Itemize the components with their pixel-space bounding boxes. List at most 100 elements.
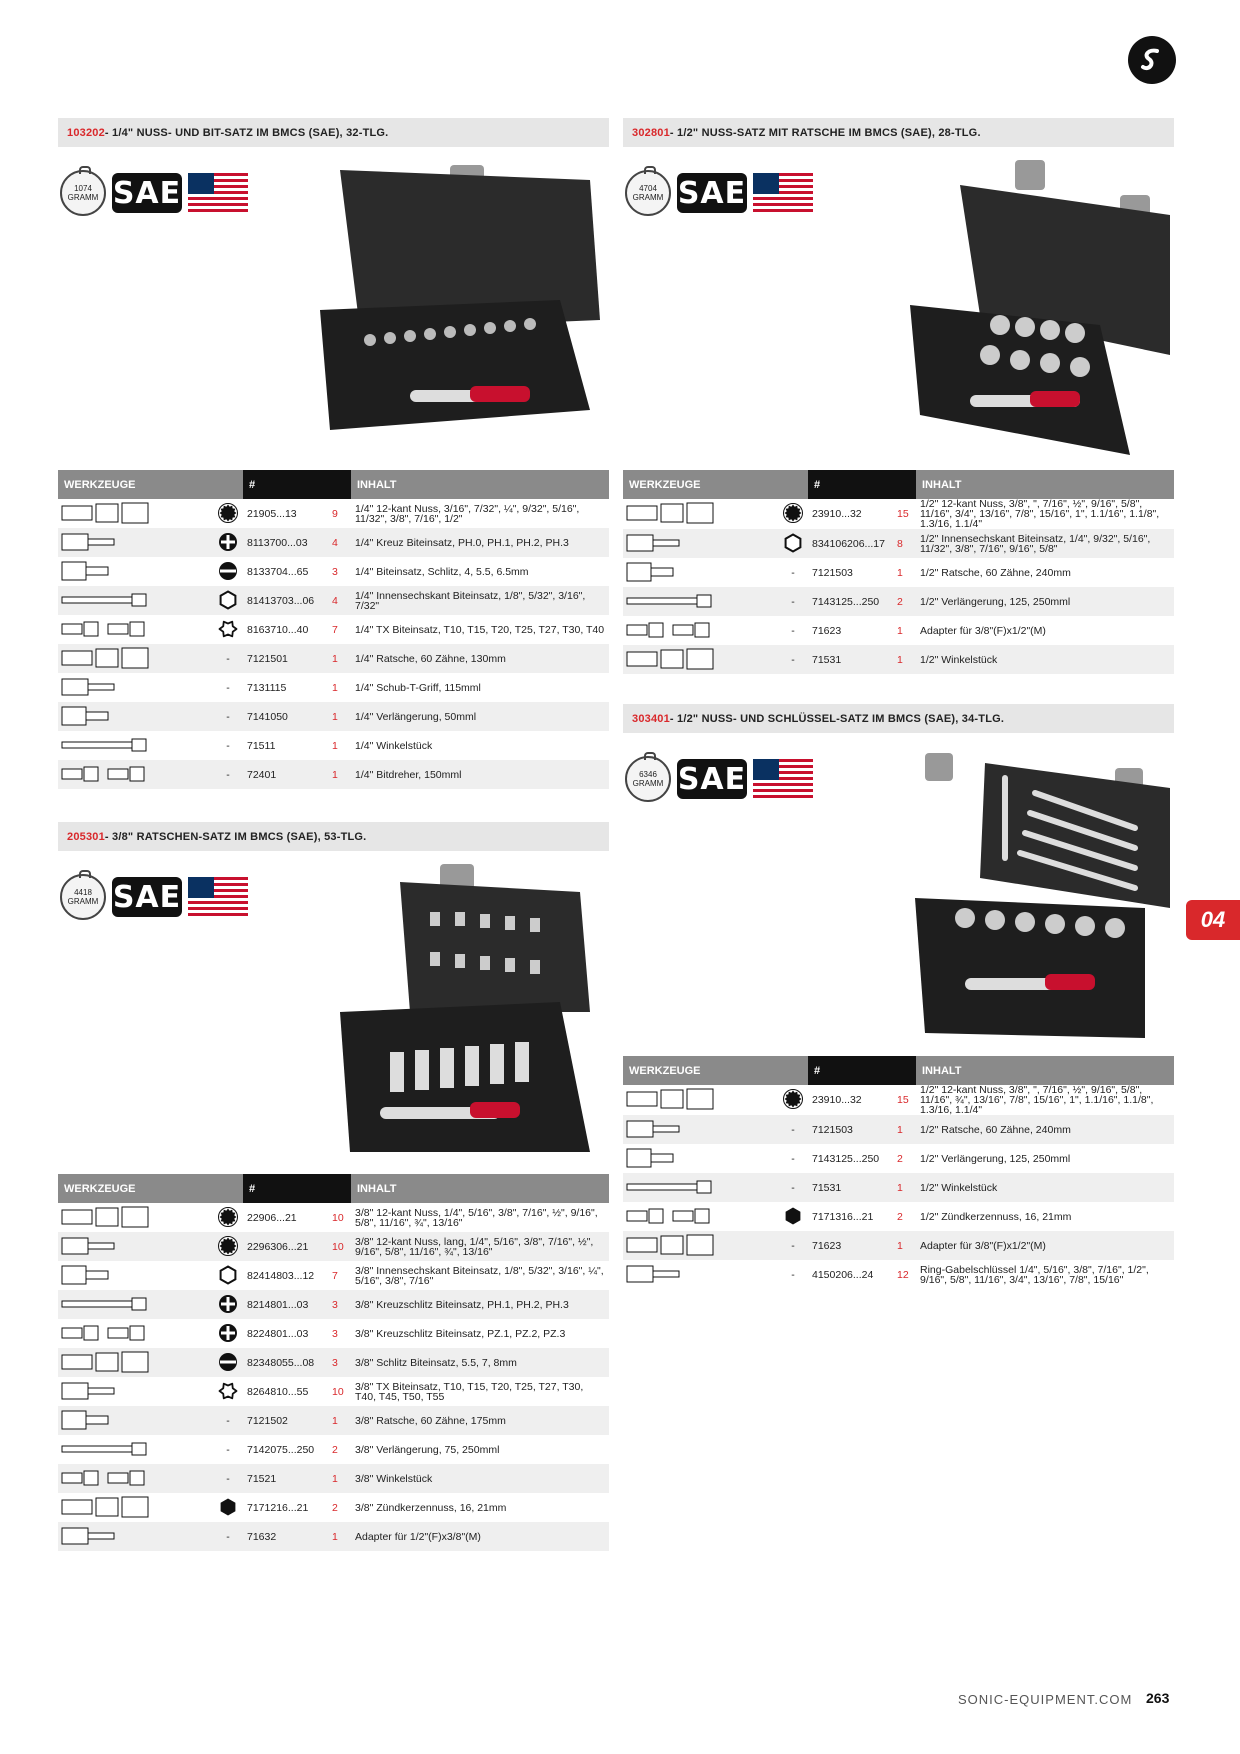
- content-description: Adapter für 3/8"(F)x1/2"(M): [920, 624, 1046, 637]
- article-number: 834106206...17: [808, 529, 893, 558]
- col-number: #: [243, 470, 351, 499]
- torx-icon: [213, 615, 243, 644]
- hex-solid-icon: [213, 1493, 243, 1522]
- article-number: 81413703...06: [243, 586, 328, 615]
- tool-drawing-icon: [623, 1173, 778, 1202]
- article-number: 7171216...21: [247, 1501, 309, 1514]
- content-description: 1/4" Schub-T-Griff, 115mml: [355, 681, 481, 694]
- tool-drawing-icon: [623, 529, 778, 558]
- 12-point-icon: [213, 499, 243, 528]
- col-content: INHALT: [351, 470, 609, 499]
- article-number: 7143125...250: [812, 1152, 880, 1165]
- symbol-dash: -: [778, 587, 808, 616]
- tool-drawing-icon: [58, 1377, 213, 1406]
- quantity: 15: [897, 1094, 909, 1106]
- set-title: - 1/2" NUSS- UND SCHLÜSSEL-SATZ IM BMCS …: [669, 712, 1005, 725]
- page-number: 263: [1146, 1690, 1170, 1706]
- symbol-dash: -: [778, 645, 808, 674]
- content-description: 1/2" Ratsche, 60 Zähne, 240mm: [916, 1115, 1174, 1144]
- quantity: 1: [893, 1173, 916, 1202]
- quantity: 3: [328, 1348, 351, 1377]
- 12-point-icon: [778, 1085, 808, 1115]
- quantity: 9: [332, 507, 338, 520]
- us-flag-icon: [753, 759, 813, 799]
- quantity: 10: [332, 1211, 344, 1224]
- article-number: 71511: [247, 739, 276, 752]
- content-description: 1/4" Biteinsatz, Schlitz, 4, 5.5, 6.5mm: [355, 565, 529, 578]
- symbol-dash: -: [778, 1115, 808, 1144]
- article-number: 8133704...65: [247, 565, 309, 578]
- quantity: 1: [893, 1231, 916, 1260]
- symbol-dash: -: [226, 1443, 230, 1456]
- quantity: 10: [328, 1232, 351, 1261]
- col-tools: WERKZEUGE: [58, 1174, 243, 1203]
- case-103202-image: [320, 165, 600, 430]
- content-description: 1/2" Ratsche, 60 Zähne, 240mm: [920, 566, 1071, 579]
- content-description: 1/4" 12-kant Nuss, 3/16", 7/32", ¼", 9/3…: [355, 502, 580, 525]
- symbol-dash: -: [791, 1268, 795, 1281]
- content-description: 1/2" Zündkerzennuss, 16, 21mm: [920, 1210, 1072, 1223]
- content-description: 1/4" Innensechskant Biteinsatz, 1/8", 5/…: [351, 586, 609, 615]
- us-flag-icon: [188, 173, 248, 213]
- phillips-icon: [213, 1319, 243, 1348]
- set-303401-header: 303401 - 1/2" NUSS- UND SCHLÜSSEL-SATZ I…: [623, 704, 1174, 733]
- content-description: 1/4" Ratsche, 60 Zähne, 130mm: [351, 644, 609, 673]
- col-number: #: [808, 470, 916, 499]
- article-number: 71632: [243, 1522, 328, 1551]
- symbol-dash: -: [791, 566, 795, 579]
- phillips-icon: [213, 1290, 243, 1319]
- quantity: 1: [328, 1464, 351, 1493]
- case-302801-image: [910, 160, 1170, 455]
- article-number: 7142075...250: [247, 1443, 315, 1456]
- tool-drawing-icon: [58, 1464, 213, 1493]
- article-number: 7121503: [808, 1115, 893, 1144]
- slot-icon: [213, 557, 243, 586]
- quantity: 1: [893, 1115, 916, 1144]
- content-description: 1/2" Winkelstück: [916, 1173, 1174, 1202]
- content-description: 1/2" Verlängerung, 125, 250mml: [920, 1152, 1071, 1165]
- quantity: 2: [332, 1501, 338, 1514]
- quantity: 8: [893, 529, 916, 558]
- content-description: 1/4" Kreuz Biteinsatz, PH.0, PH.1, PH.2,…: [351, 528, 609, 557]
- symbol-dash: -: [213, 760, 243, 789]
- quantity: 3: [332, 1327, 338, 1340]
- article-number: 82348055...08: [243, 1348, 328, 1377]
- col-number: #: [808, 1056, 916, 1085]
- content-description: 1/2" Verlängerung, 125, 250mml: [916, 587, 1174, 616]
- article-number: 8163710...40: [247, 623, 309, 636]
- quantity: 15: [897, 508, 909, 520]
- article-number: 2296306...21: [243, 1232, 328, 1261]
- tool-drawing-icon: [58, 1232, 213, 1261]
- tool-drawing-icon: [623, 499, 778, 529]
- article-number: 71521: [243, 1464, 328, 1493]
- tool-drawing-icon: [623, 1115, 778, 1144]
- quantity: 1: [893, 645, 916, 674]
- tool-drawing-icon: [58, 731, 213, 760]
- set-205301-header: 205301 - 3/8" RATSCHEN-SATZ IM BMCS (SAE…: [58, 822, 609, 851]
- footer-url[interactable]: SONIC-EQUIPMENT.COM: [958, 1692, 1133, 1707]
- 12-point-icon: [213, 1203, 243, 1232]
- us-flag-icon: [188, 877, 248, 917]
- set-number: 205301: [67, 830, 105, 843]
- tool-drawing-icon: [623, 616, 778, 645]
- col-tools: WERKZEUGE: [58, 470, 243, 499]
